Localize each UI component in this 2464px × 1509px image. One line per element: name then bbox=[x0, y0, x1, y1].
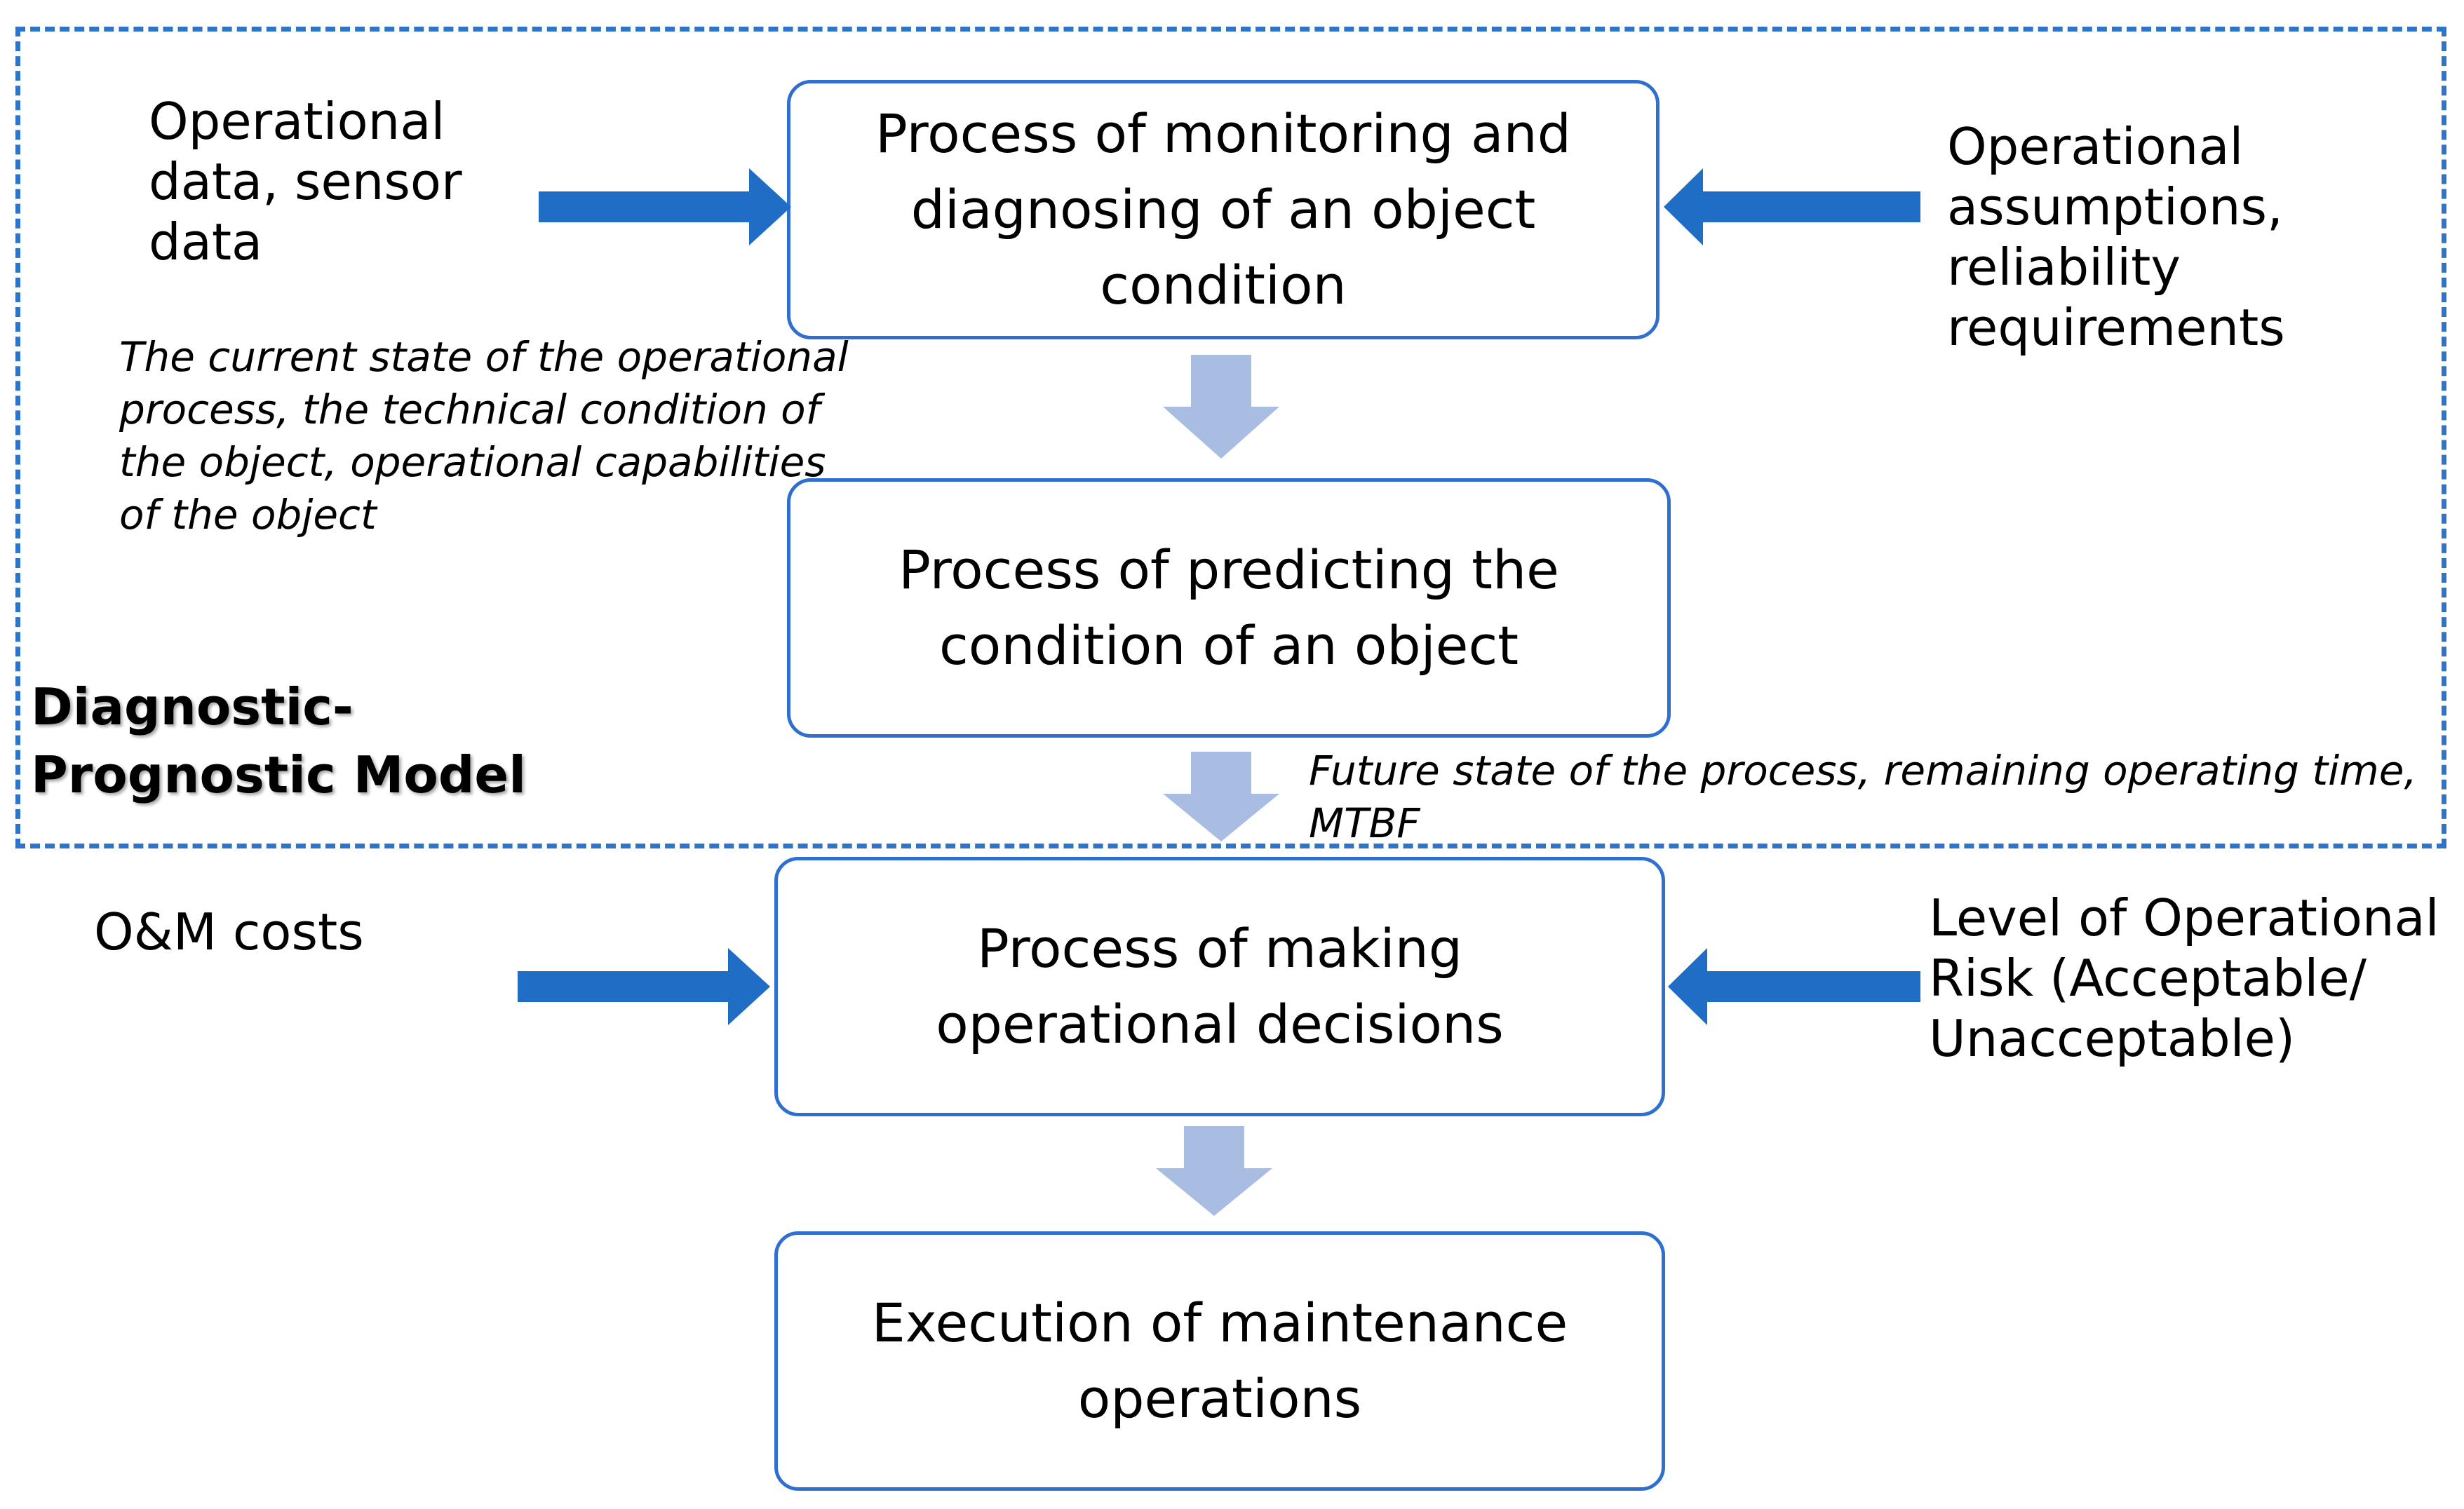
annotation-line: of the object bbox=[119, 491, 377, 539]
arrow-shape bbox=[1664, 168, 1920, 245]
label-line: Risk (Acceptable/ bbox=[1929, 949, 2367, 1008]
box-text-line: Execution of maintenance bbox=[871, 1292, 1568, 1354]
label-line: data, sensor bbox=[149, 152, 462, 211]
model-label-line: Prognostic Model bbox=[31, 745, 526, 804]
operational-assumptions-label: Operational assumptions, reliability req… bbox=[1947, 116, 2285, 358]
arrow-shape bbox=[539, 168, 791, 245]
down-arrow-icon bbox=[1163, 355, 1279, 459]
right-arrow-icon bbox=[518, 948, 770, 1025]
om-costs-label: O&M costs bbox=[94, 902, 364, 962]
annotation-line: The current state of the operational bbox=[119, 333, 849, 381]
arrow-shape bbox=[1156, 1126, 1272, 1216]
label-line: assumptions, bbox=[1947, 177, 2283, 236]
box-text-line: condition bbox=[1100, 254, 1347, 316]
arrow-shape bbox=[518, 948, 770, 1025]
decision-process-box: Process of making operational decisions bbox=[774, 857, 1665, 1116]
label-line: Operational bbox=[149, 92, 445, 151]
execution-process-box: Execution of maintenance operations bbox=[774, 1231, 1665, 1491]
down-arrow-icon bbox=[1156, 1126, 1272, 1216]
arrow-shape bbox=[1668, 948, 1920, 1025]
box-text-line: operational decisions bbox=[936, 993, 1504, 1055]
model-label: Diagnostic- Prognostic Model bbox=[31, 673, 526, 809]
predicting-process-box: Process of predicting the condition of a… bbox=[787, 478, 1671, 738]
annotation-line: MTBF bbox=[1309, 799, 1420, 847]
label-line: O&M costs bbox=[94, 902, 364, 961]
box-text-line: Process of monitoring and bbox=[875, 102, 1571, 165]
label-line: Operational bbox=[1947, 117, 2244, 176]
operational-data-label: Operational data, sensor data bbox=[149, 91, 462, 272]
current-state-annotation: The current state of the operational pro… bbox=[119, 331, 849, 541]
diagnostic-prognostic-region bbox=[15, 27, 2446, 848]
label-line: data bbox=[149, 212, 263, 271]
future-state-annotation: Future state of the process, remaining o… bbox=[1309, 745, 2417, 850]
annotation-line: the object, operational capabilities bbox=[119, 438, 826, 486]
annotation-line: Future state of the process, remaining o… bbox=[1309, 747, 2417, 794]
left-arrow-icon bbox=[1664, 168, 1920, 245]
down-arrow-icon bbox=[1163, 752, 1279, 841]
box-text-line: operations bbox=[1077, 1367, 1362, 1430]
label-line: Unacceptable) bbox=[1929, 1009, 2296, 1068]
label-line: Level of Operational bbox=[1929, 888, 2439, 947]
left-arrow-icon bbox=[1668, 948, 1920, 1025]
label-line: requirements bbox=[1947, 298, 2285, 357]
model-label-line: Diagnostic- bbox=[31, 677, 354, 736]
annotation-line: process, the technical condition of bbox=[119, 386, 821, 433]
box-text-line: Process of making bbox=[976, 917, 1462, 980]
monitoring-process-box: Process of monitoring and diagnosing of … bbox=[787, 80, 1660, 339]
label-line: reliability bbox=[1947, 238, 2181, 297]
operational-risk-label: Level of Operational Risk (Acceptable/ U… bbox=[1929, 888, 2439, 1069]
box-text-line: Process of predicting the bbox=[898, 539, 1559, 601]
box-text-line: diagnosing of an object bbox=[910, 178, 1536, 241]
box-text-line: condition of an object bbox=[938, 614, 1519, 677]
arrow-shape bbox=[1163, 752, 1279, 841]
right-arrow-icon bbox=[539, 168, 791, 245]
arrow-shape bbox=[1163, 355, 1279, 459]
